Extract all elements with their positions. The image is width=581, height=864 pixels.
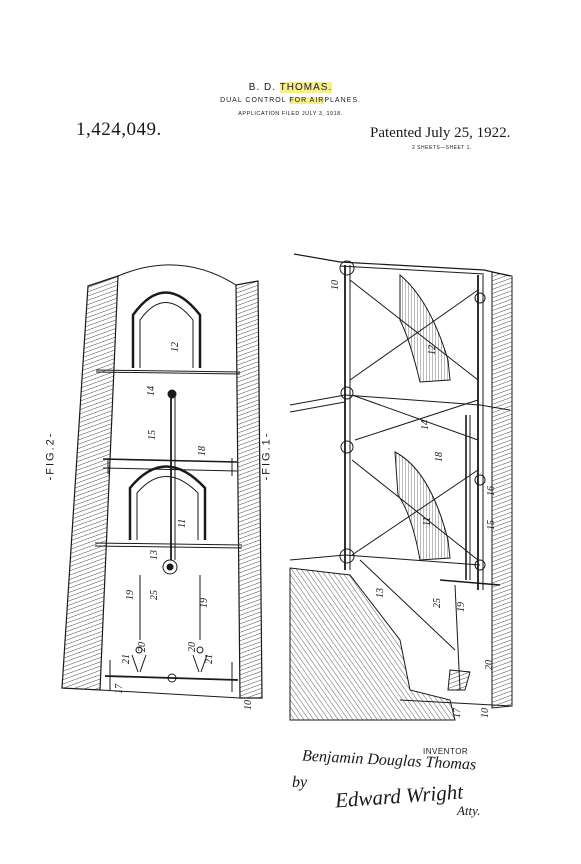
fig1-ref: 12	[427, 345, 438, 355]
fig1-drawing	[289, 253, 513, 721]
fig2-ref: 17	[114, 683, 125, 694]
highlight-mark: FOR AIR	[289, 97, 325, 104]
fig2-ref: 20	[137, 642, 148, 652]
fig1-ref: 11	[422, 517, 433, 526]
patent-title: DUAL CONTROL FOR AIRPLANES.	[220, 97, 361, 104]
fig2-ref: 18	[197, 446, 208, 456]
fig2-drawing	[61, 264, 263, 699]
fig2-ref: 20	[187, 642, 198, 652]
fig2-ref: 19	[199, 598, 210, 608]
inventor-name-header: B. D. THOMAS.	[248, 82, 333, 93]
fig2-ref: 14	[146, 386, 157, 396]
fig2-ref: 21	[121, 654, 132, 664]
fig2-ref: 25	[149, 590, 160, 600]
application-filed-line: APPLICATION FILED JULY 3, 1918.	[238, 111, 343, 117]
fig2-ref: 15	[147, 430, 158, 440]
fig1-ref: 25	[432, 598, 443, 608]
fig1-ref: 20	[484, 660, 495, 670]
fig1-ref: 10	[330, 280, 341, 290]
by-label: by	[292, 774, 308, 791]
fig2-ref: 11	[177, 519, 188, 528]
fig1-ref: 16	[486, 486, 497, 496]
fig1-ref: 17	[452, 707, 463, 718]
sheet-count: 2 SHEETS—SHEET 1.	[412, 145, 472, 151]
fig2-ref: 19	[125, 590, 136, 600]
fig1-ref: 18	[434, 452, 445, 462]
fig1-ref: 13	[375, 588, 386, 598]
fig2-ref: 12	[170, 342, 181, 352]
fig2-ref: 13	[149, 550, 160, 560]
fig2-ref: 21	[204, 654, 215, 664]
highlight-mark: THOMAS.	[279, 82, 333, 93]
patent-number: 1,424,049.	[76, 119, 162, 140]
inventor-label: INVENTOR	[423, 747, 469, 756]
fig1-ref: 19	[456, 602, 467, 612]
patented-date: Patented July 25, 1922.	[370, 125, 511, 141]
fig1-ref: 10	[480, 708, 491, 718]
fig1-ref: 15	[486, 520, 497, 530]
fig1-ref: 14	[420, 420, 431, 430]
fig2-ref: 10	[243, 700, 254, 710]
attorney-label: Atty.	[457, 803, 481, 818]
